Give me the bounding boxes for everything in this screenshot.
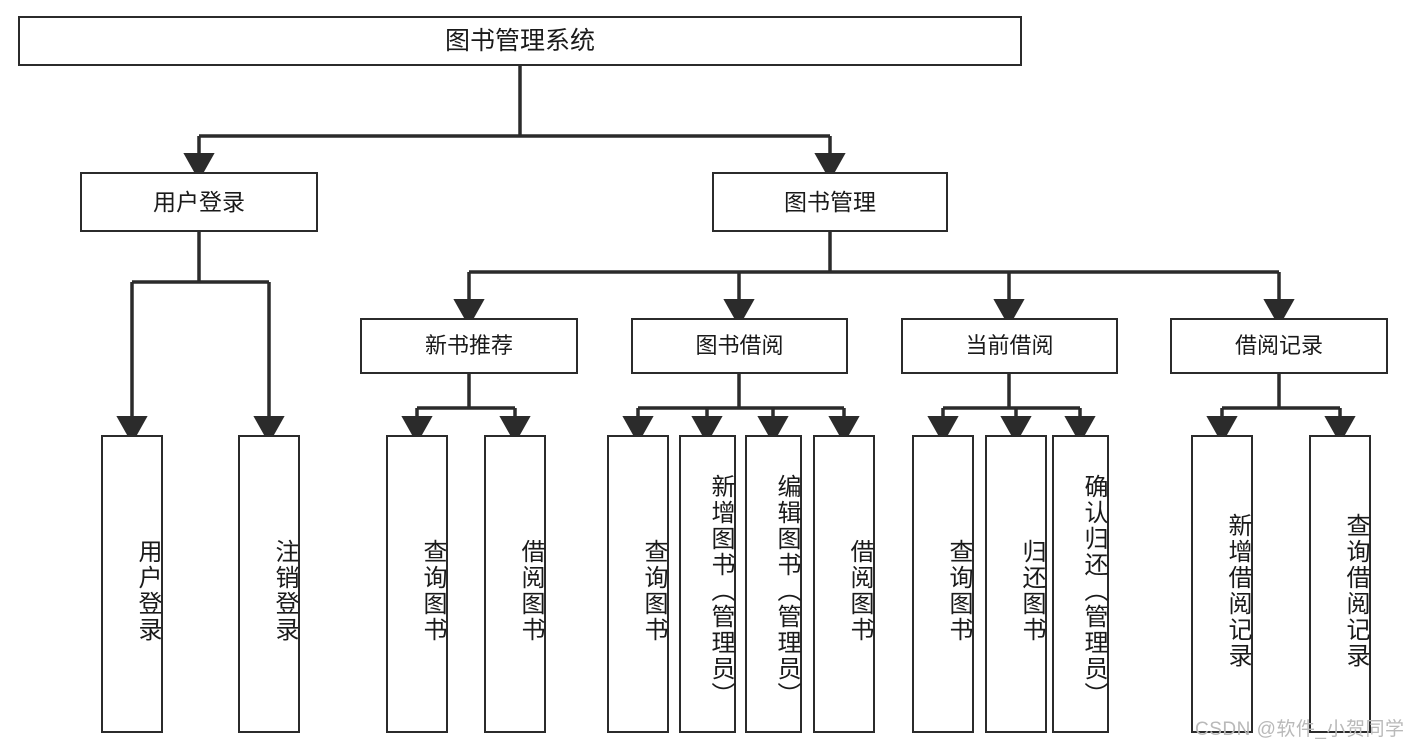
node-user-login[interactable]: 用户登录: [80, 172, 318, 232]
node-leaf-query-book-1[interactable]: 查询图书: [386, 435, 448, 733]
node-leaf-add-record[interactable]: 新增借阅记录: [1191, 435, 1253, 733]
node-label: 查询图书: [419, 539, 446, 643]
node-label: 新增借阅记录: [1224, 513, 1251, 669]
node-label: 查询借阅记录: [1342, 513, 1369, 669]
node-book-manage[interactable]: 图书管理: [712, 172, 948, 232]
node-leaf-confirm-return[interactable]: 确认归还（管理员）: [1052, 435, 1109, 733]
node-label: 确认归还（管理员）: [1080, 474, 1107, 708]
node-label: 借阅图书: [517, 539, 544, 643]
node-root-system[interactable]: 图书管理系统: [18, 16, 1022, 66]
node-label: 借阅图书: [846, 539, 873, 643]
node-leaf-logout[interactable]: 注销登录: [238, 435, 300, 733]
node-leaf-query-book-2[interactable]: 查询图书: [607, 435, 669, 733]
node-label: 借阅记录: [1234, 333, 1323, 359]
node-book-borrow[interactable]: 图书借阅: [631, 318, 848, 374]
node-current-borrow[interactable]: 当前借阅: [901, 318, 1118, 374]
node-label: 图书管理: [784, 188, 876, 215]
csdn-watermark: CSDN @软件_小贺同学: [1195, 719, 1405, 740]
node-label: 查询图书: [640, 539, 667, 643]
node-label: 注销登录: [271, 539, 298, 643]
node-label: 新增图书（管理员）: [707, 474, 734, 708]
node-leaf-borrow-book-2[interactable]: 借阅图书: [813, 435, 875, 733]
node-label: 用户登录: [134, 539, 161, 643]
node-label: 当前借阅: [965, 333, 1054, 359]
node-new-book-recommend[interactable]: 新书推荐: [360, 318, 578, 374]
node-label: 图书管理系统: [444, 26, 595, 55]
node-label: 用户登录: [153, 188, 245, 215]
node-leaf-return-book[interactable]: 归还图书: [985, 435, 1047, 733]
node-label: 新书推荐: [424, 333, 513, 359]
node-leaf-borrow-book-1[interactable]: 借阅图书: [484, 435, 546, 733]
node-borrow-record[interactable]: 借阅记录: [1170, 318, 1388, 374]
node-leaf-edit-book[interactable]: 编辑图书（管理员）: [745, 435, 802, 733]
node-leaf-add-book[interactable]: 新增图书（管理员）: [679, 435, 736, 733]
node-leaf-query-book-3[interactable]: 查询图书: [912, 435, 974, 733]
node-leaf-query-record[interactable]: 查询借阅记录: [1309, 435, 1371, 733]
node-label: 图书借阅: [695, 333, 784, 359]
node-label: 查询图书: [945, 539, 972, 643]
node-label: 归还图书: [1018, 539, 1045, 643]
node-label: 编辑图书（管理员）: [773, 474, 800, 708]
node-leaf-user-login[interactable]: 用户登录: [101, 435, 163, 733]
